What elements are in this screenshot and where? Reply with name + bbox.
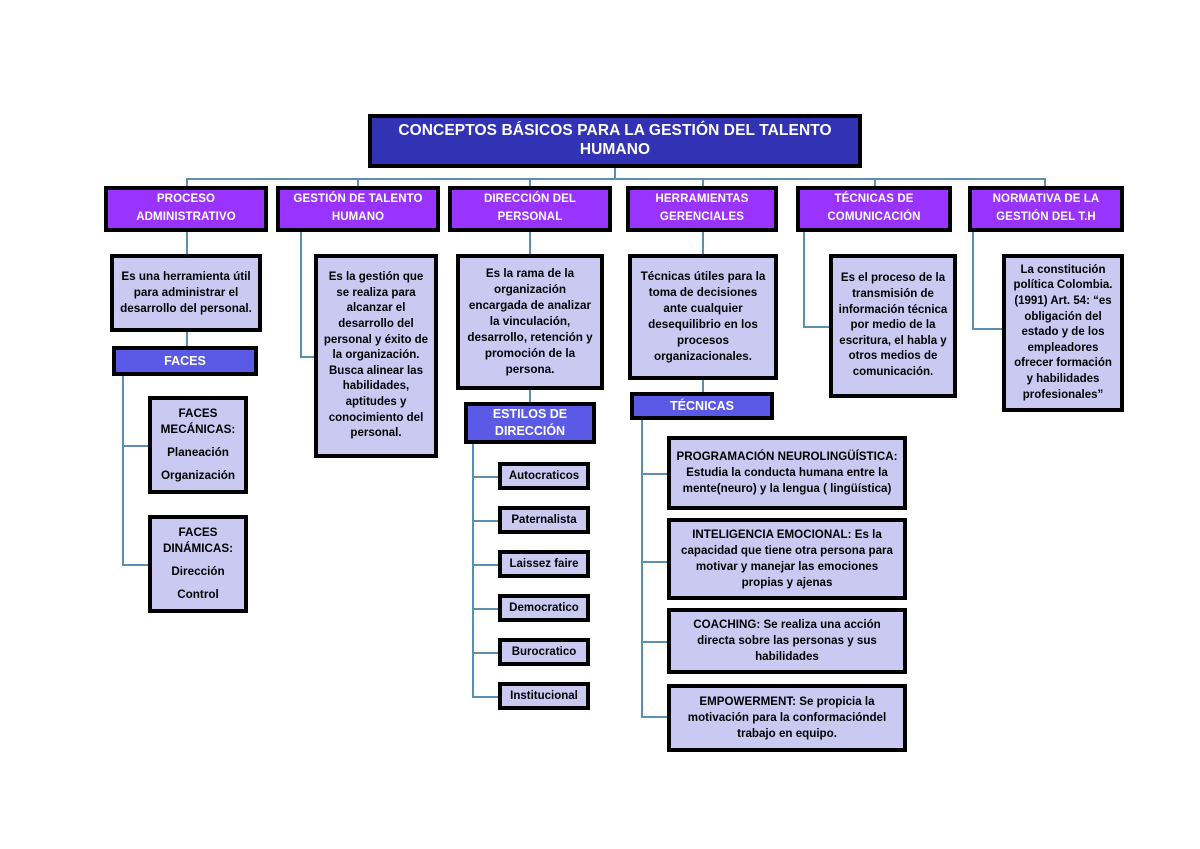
- faces-branch-dinamicas: FACES DINÁMICAS: Dirección Control: [148, 515, 248, 613]
- description-text: Es la gestión que se realiza para alcanz…: [323, 271, 429, 440]
- category-gestion-talento-humano[interactable]: GESTIÓN DE TALENTO HUMANO: [276, 186, 440, 232]
- faces-branch-item: Control: [177, 588, 219, 602]
- tecnica-text: EMPOWERMENT: Se propicia la motivación p…: [687, 694, 887, 741]
- description-direccion-personal: Es la rama de la organización encargada …: [456, 254, 604, 390]
- connector-cat5-arm: [803, 326, 829, 328]
- estilo-item-autocraticos: Autocraticos: [498, 462, 590, 490]
- connector-cat1-to-desc: [186, 230, 188, 254]
- estilo-label: Institucional: [510, 689, 578, 702]
- description-gestion-talento-humano: Es la gestión que se realiza para alcanz…: [314, 254, 438, 458]
- connector-faces-trunk: [122, 376, 124, 566]
- connector-estilos-branch-4: [472, 608, 498, 610]
- tecnica-item-programacion-neurolinguistica: PROGRAMACIÓN NEUROLINGÜÍSTICA: Estudia l…: [667, 436, 907, 510]
- connector-tecnicas-branch-1: [641, 473, 667, 475]
- subhead-label: ESTILOS DE DIRECCIÓN: [492, 407, 568, 438]
- category-proceso-administrativo[interactable]: PROCESO ADMINISTRATIVO: [104, 186, 268, 232]
- tecnica-text: COACHING: Se realiza una acción directa …: [693, 617, 881, 664]
- tecnica-item-empowerment: EMPOWERMENT: Se propicia la motivación p…: [667, 684, 907, 752]
- connector-bus-to-cat-1: [186, 178, 188, 188]
- connector-estilos-branch-2: [472, 520, 498, 522]
- subhead-faces[interactable]: FACES: [112, 346, 258, 376]
- description-text: La constitución política Colombia. (1991…: [1013, 263, 1113, 401]
- connector-cat4-to-desc: [702, 230, 704, 254]
- category-herramientas-gerenciales[interactable]: HERRAMIENTAS GERENCIALES: [626, 186, 778, 232]
- category-label: PROCESO ADMINISTRATIVO: [136, 193, 236, 223]
- tecnica-item-coaching: COACHING: Se realiza una acción directa …: [667, 608, 907, 674]
- faces-branch-mecanicas: FACES MECÁNICAS: Planeación Organización: [148, 396, 248, 494]
- connector-faces-branch-2: [122, 564, 148, 566]
- description-text: Es el proceso de la transmisión de infor…: [838, 272, 948, 379]
- category-label: TÉCNICAS DE COMUNICACIÓN: [827, 193, 921, 223]
- estilo-item-burocratico: Burocratico: [498, 638, 590, 666]
- description-normativa: La constitución política Colombia. (1991…: [1002, 254, 1124, 412]
- connector-tecnicas-trunk: [641, 420, 643, 716]
- estilo-item-paternalista: Paternalista: [498, 506, 590, 534]
- tecnica-text: INTELIGENCIA EMOCIONAL: Es la capacidad …: [681, 527, 893, 590]
- estilo-label: Burocratico: [511, 645, 577, 658]
- connector-cat5-stem: [803, 230, 805, 328]
- subhead-label: TÉCNICAS: [670, 398, 734, 413]
- connector-estilos-branch-6: [472, 696, 498, 698]
- diagram-title-label: CONCEPTOS BÁSICOS PARA LA GESTIÓN DEL TA…: [398, 122, 832, 158]
- connector-cat3-to-desc: [529, 230, 531, 254]
- connector-cat2-arm: [300, 356, 314, 358]
- category-label: HERRAMIENTAS GERENCIALES: [655, 193, 749, 223]
- estilo-item-democratico: Democratico: [498, 594, 590, 622]
- connector-bus-to-cat-6: [1044, 178, 1046, 188]
- connector-estilos-branch-3: [472, 564, 498, 566]
- tecnica-text: PROGRAMACIÓN NEUROLINGÜÍSTICA: Estudia l…: [676, 449, 898, 496]
- category-label: NORMATIVA DE LA GESTIÓN DEL T.H: [992, 193, 1100, 223]
- faces-branch-heading: FACES DINÁMICAS:: [162, 525, 234, 555]
- connector-desc1-to-faces: [186, 332, 188, 346]
- description-herramientas-gerenciales: Técnicas útiles para la toma de decision…: [628, 254, 778, 380]
- faces-branch-item: Dirección: [171, 565, 225, 578]
- connector-bus-to-cat-5: [874, 178, 876, 188]
- description-proceso-administrativo: Es una herramienta útil para administrar…: [110, 254, 262, 332]
- subhead-label: FACES: [164, 353, 206, 368]
- description-text: Es la rama de la organización encargada …: [467, 266, 593, 377]
- connector-estilos-branch-1: [472, 476, 498, 478]
- subhead-estilos-de-direccion[interactable]: ESTILOS DE DIRECCIÓN: [464, 402, 596, 444]
- subhead-tecnicas[interactable]: TÉCNICAS: [630, 392, 774, 420]
- connector-cat6-arm: [972, 328, 1002, 330]
- category-label: GESTIÓN DE TALENTO HUMANO: [293, 193, 423, 223]
- connector-bus-to-cat-2: [357, 178, 359, 188]
- connector-cat6-stem: [972, 230, 974, 330]
- estilo-label: Laissez faire: [509, 557, 579, 570]
- estilo-item-institucional: Institucional: [498, 682, 590, 710]
- connector-title-stem: [614, 166, 616, 180]
- estilo-item-laissez-faire: Laissez faire: [498, 550, 590, 578]
- connector-tecnicas-branch-3: [641, 641, 667, 643]
- tecnica-item-inteligencia-emocional: INTELIGENCIA EMOCIONAL: Es la capacidad …: [667, 518, 907, 600]
- category-label: DIRECCIÓN DEL PERSONAL: [483, 193, 577, 223]
- diagram-title: CONCEPTOS BÁSICOS PARA LA GESTIÓN DEL TA…: [368, 114, 862, 168]
- connector-estilos-trunk: [472, 444, 474, 698]
- connector-faces-branch-1: [122, 445, 148, 447]
- category-normativa-gestion-th[interactable]: NORMATIVA DE LA GESTIÓN DEL T.H: [968, 186, 1124, 232]
- connector-desc3-to-estilos: [529, 390, 531, 402]
- connector-tecnicas-branch-2: [641, 561, 667, 563]
- estilo-label: Democratico: [509, 601, 579, 614]
- connector-main-bus: [186, 178, 1044, 180]
- connector-tecnicas-branch-4: [641, 716, 667, 718]
- estilo-label: Autocraticos: [508, 469, 580, 482]
- faces-branch-item: Organización: [160, 469, 236, 483]
- category-tecnicas-comunicacion[interactable]: TÉCNICAS DE COMUNICACIÓN: [796, 186, 952, 232]
- connector-bus-to-cat-4: [702, 178, 704, 188]
- faces-branch-heading: FACES MECÁNICAS:: [160, 406, 236, 436]
- faces-branch-item: Planeación: [167, 446, 229, 459]
- connector-estilos-branch-5: [472, 652, 498, 654]
- connector-bus-to-cat-3: [529, 178, 531, 188]
- description-text: Es una herramienta útil para administrar…: [120, 269, 252, 316]
- connector-desc4-to-tecnicas: [702, 380, 704, 392]
- connector-cat2-stem: [300, 230, 302, 358]
- description-tecnicas-comunicacion: Es el proceso de la transmisión de infor…: [829, 254, 957, 398]
- category-direccion-personal[interactable]: DIRECCIÓN DEL PERSONAL: [448, 186, 612, 232]
- description-text: Técnicas útiles para la toma de decision…: [640, 269, 766, 364]
- estilo-label: Paternalista: [511, 513, 577, 526]
